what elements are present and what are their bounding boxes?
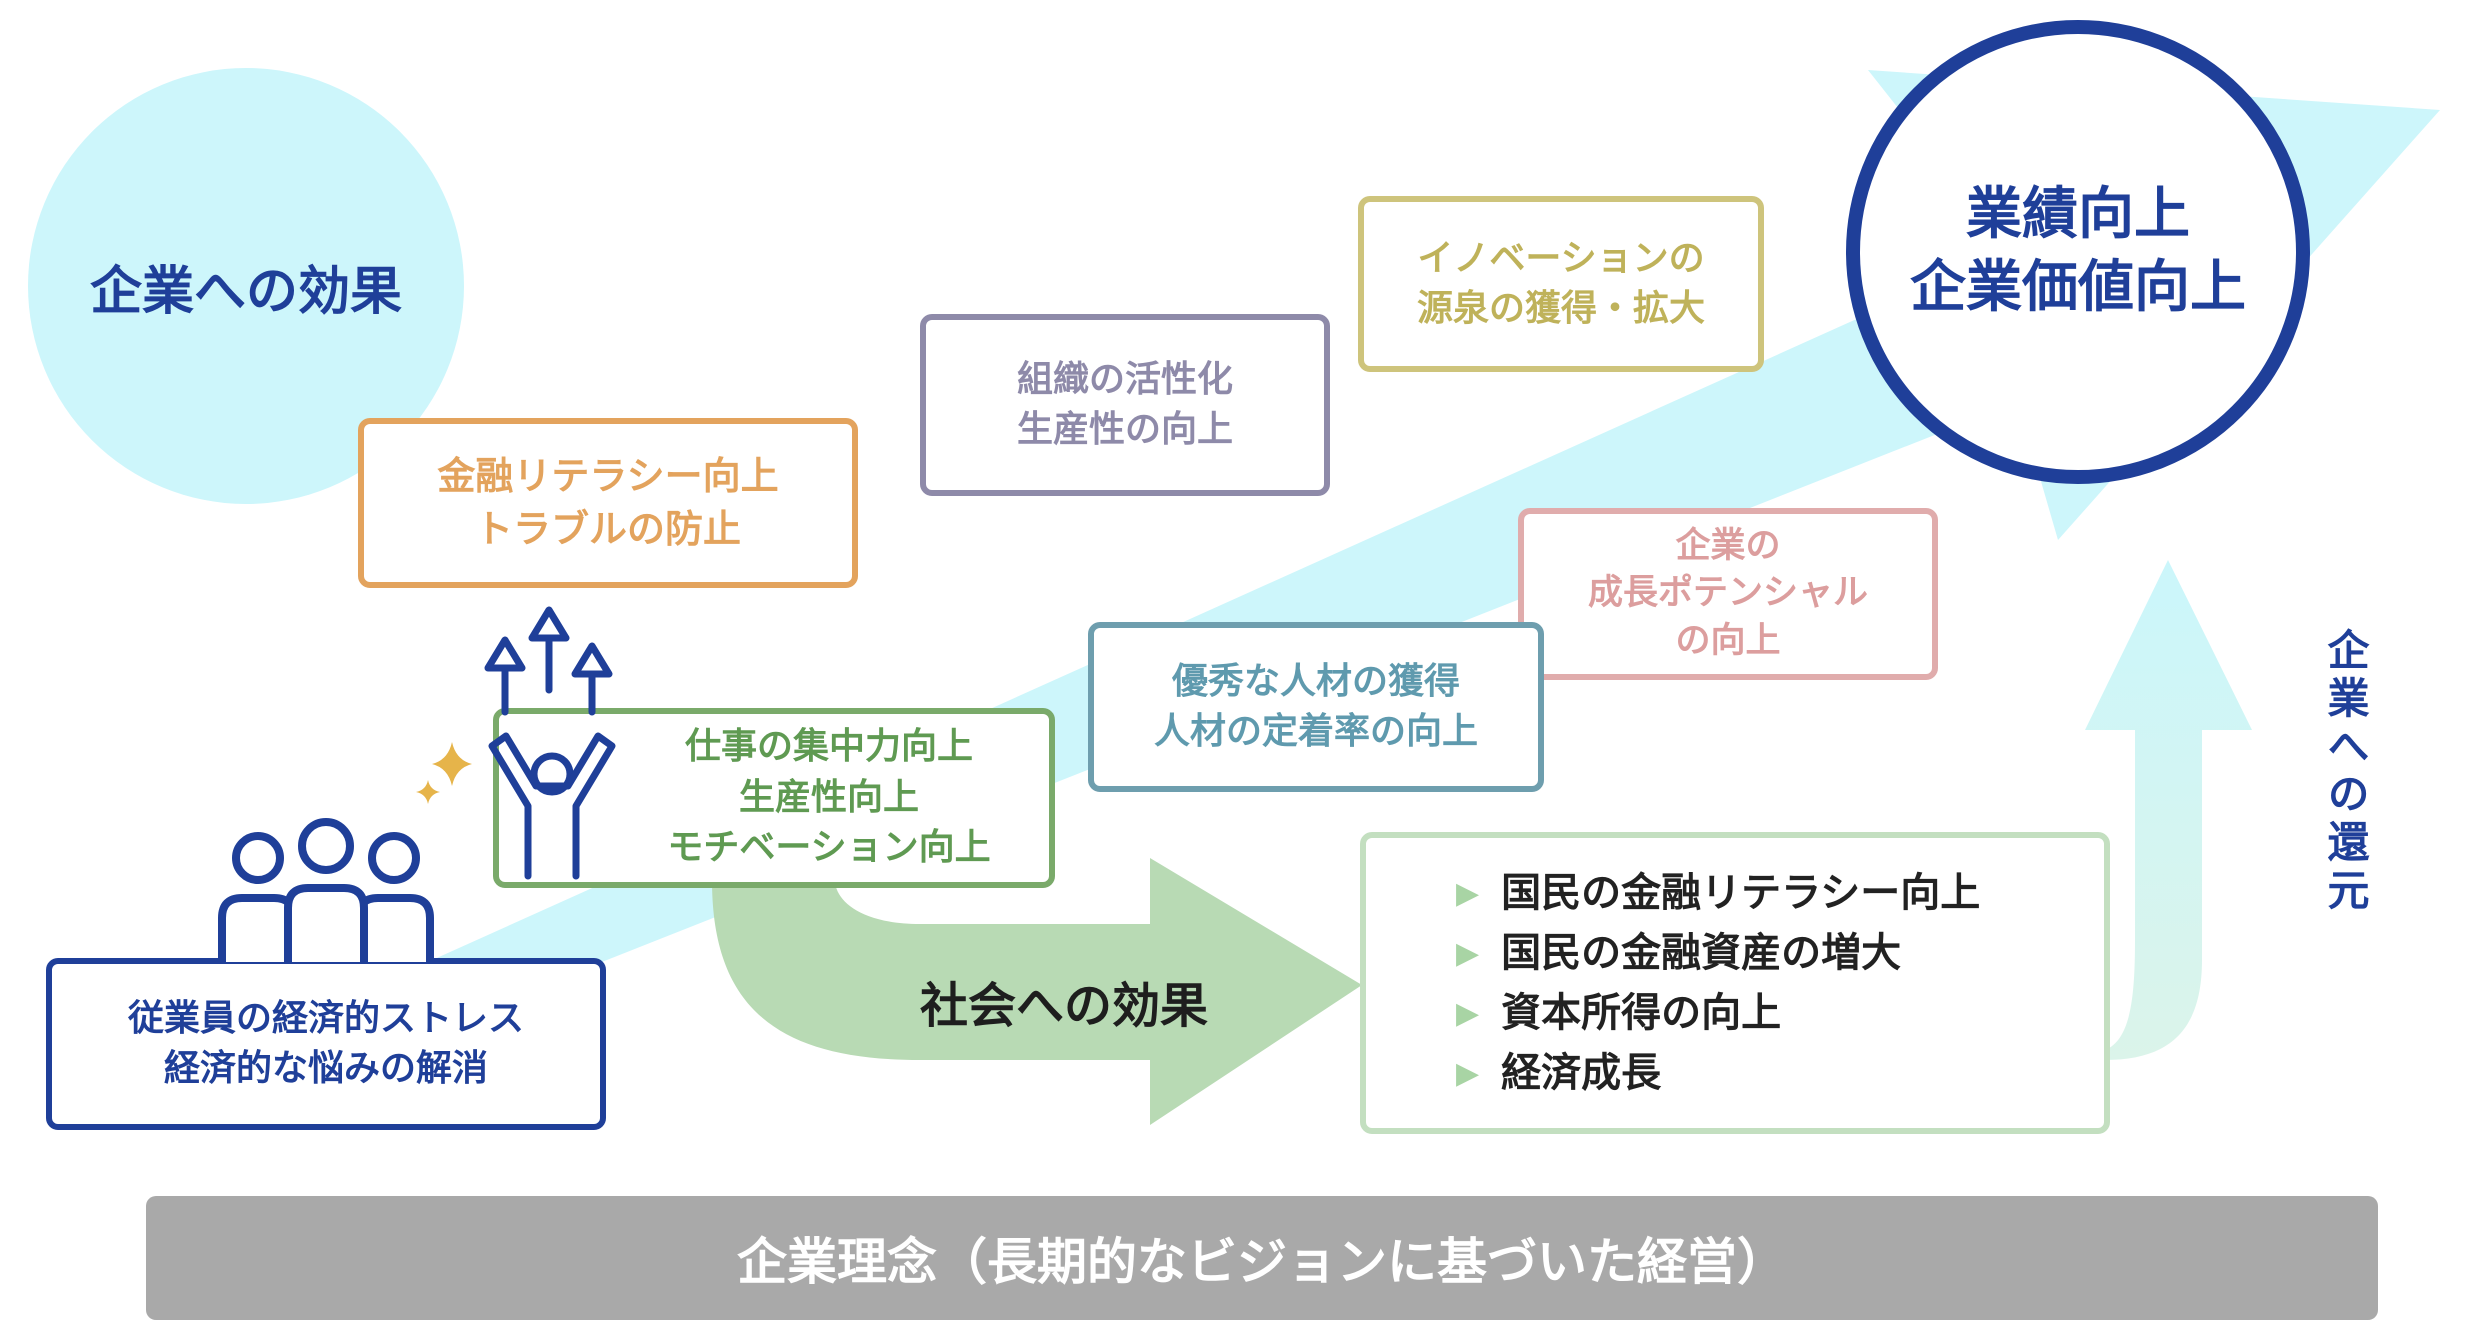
talent-box: 優秀な人材の獲得 人材の定着率の向上	[1088, 622, 1544, 792]
innov-line2: 源泉の獲得・拡大	[1416, 288, 1705, 329]
finance-line2: トラブルの防止	[474, 507, 741, 551]
goal-line1: 業績向上	[1966, 182, 2190, 248]
society-effect-label: 社会への効果	[920, 978, 1209, 1034]
society-item: ▶ 経済成長	[1456, 1043, 1661, 1103]
work-line2: 生産性向上	[738, 776, 919, 818]
talent-line2: 人材の定着率の向上	[1153, 711, 1478, 752]
talent-line1: 優秀な人材の獲得	[1171, 660, 1460, 702]
society-arrow	[712, 858, 1362, 1125]
triangle-bullet-icon: ▶	[1456, 995, 1480, 1031]
employee-line2: 経済的な悩みの解消	[163, 1048, 488, 1089]
innovation-box: イノベーションの 源泉の獲得・拡大	[1358, 196, 1764, 372]
society-item: ▶ 資本所得の向上	[1456, 983, 1781, 1043]
company-effect-label: 企業への効果	[89, 261, 402, 322]
organization-box: 組織の活性化 生産性の向上	[920, 314, 1330, 496]
society-item: ▶ 国民の金融資産の増大	[1456, 923, 1901, 983]
growth-line3: の向上	[1675, 620, 1781, 661]
return-arrow	[2085, 560, 2252, 1060]
org-line1: 組織の活性化	[1016, 358, 1233, 400]
work-line1: 仕事の集中力向上	[684, 726, 973, 768]
triangle-bullet-icon: ▶	[1456, 1055, 1480, 1091]
society-item-text: 国民の金融資産の増大	[1501, 930, 1902, 976]
society-item: ▶ 国民の金融リテラシー向上	[1456, 863, 1980, 923]
society-item-text: 経済成長	[1501, 1050, 1662, 1096]
innov-line1: イノベーションの	[1417, 237, 1705, 279]
goal-line2: 企業価値向上	[1910, 255, 2246, 320]
society-item-text: 資本所得の向上	[1501, 990, 1782, 1036]
society-item-text: 国民の金融リテラシー向上	[1501, 870, 1981, 916]
triangle-bullet-icon: ▶	[1456, 875, 1480, 911]
growth-line2: 成長ポテンシャル	[1587, 573, 1868, 614]
work-improvement-box: 仕事の集中力向上 生産性向上 モチベーション向上	[493, 708, 1055, 888]
corporate-philosophy-bar: 企業理念（長期的なビジョンに基づいた経営）	[146, 1196, 2378, 1320]
society-effects-box: ▶ 国民の金融リテラシー向上 ▶ 国民の金融資産の増大 ▶ 資本所得の向上 ▶ …	[1360, 832, 2110, 1134]
goal-circle: 業績向上 企業価値向上	[1846, 20, 2310, 484]
employee-stress-box: 従業員の経済的ストレス 経済的な悩みの解消	[46, 958, 606, 1130]
org-line2: 生産性の向上	[1016, 409, 1233, 450]
finance-literacy-box: 金融リテラシー向上 トラブルの防止	[358, 418, 858, 588]
employee-line1: 従業員の経済的ストレス	[127, 997, 524, 1039]
return-to-company-label: 企業への還元	[2321, 628, 2370, 916]
triangle-bullet-icon: ▶	[1456, 935, 1480, 971]
growth-line1: 企業の	[1675, 526, 1781, 567]
philosophy-text: 企業理念（長期的なビジョンに基づいた経営）	[737, 1233, 1787, 1291]
work-line3: モチベーション向上	[667, 827, 991, 869]
finance-line1: 金融リテラシー向上	[437, 453, 779, 498]
growth-potential-box: 企業の 成長ポテンシャル の向上	[1518, 508, 1938, 680]
